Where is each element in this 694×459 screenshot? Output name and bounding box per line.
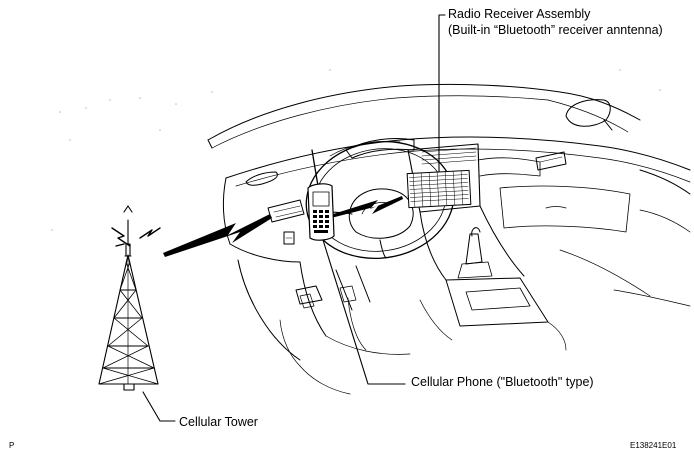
cellular-phone xyxy=(307,149,335,241)
background-speckles xyxy=(51,69,661,231)
radio-leader-line xyxy=(438,14,446,173)
radio-receiver-label: Radio Receiver Assembly xyxy=(448,7,591,21)
cellular-phone-label: Cellular Phone ("Bluetooth" type) xyxy=(411,375,594,389)
radio-receiver-sublabel: (Built-in “Bluetooth” receiver anntenna) xyxy=(448,23,663,37)
phone-leader-line xyxy=(322,239,406,385)
tower-signal-flashes xyxy=(111,227,161,247)
leader-lines xyxy=(142,14,446,422)
tower-leader-line xyxy=(142,391,176,422)
cellular-tower-label: Cellular Tower xyxy=(179,415,258,429)
car-interior xyxy=(207,83,691,395)
corner-mark-left: P xyxy=(9,441,15,450)
figure-code: E138241E01 xyxy=(630,441,677,450)
cellular-tower xyxy=(98,205,159,391)
bluetooth-signal-bolt xyxy=(163,196,403,257)
